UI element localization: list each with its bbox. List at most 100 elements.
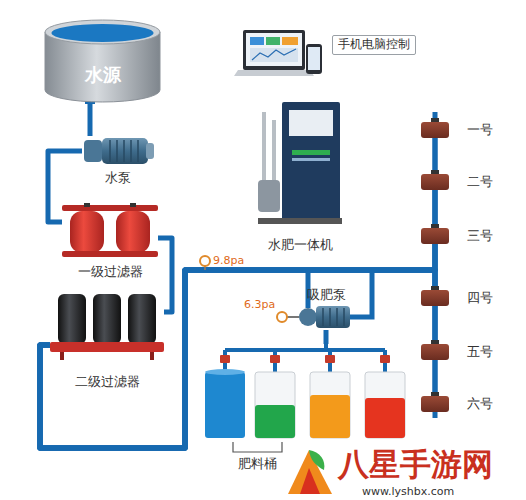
machine-pump (258, 180, 280, 212)
display-trend (252, 49, 296, 60)
zone-valve: 一号 (421, 122, 449, 138)
laptop-screen (243, 30, 305, 70)
sand-filter-tank (116, 211, 150, 253)
water-pipe (40, 270, 435, 448)
filter-leg (150, 352, 154, 360)
water-pipe (40, 270, 435, 448)
tank-rim (45, 20, 160, 44)
watermark-logo (288, 450, 332, 494)
bucket-valve (220, 355, 230, 363)
pump-head (299, 308, 317, 326)
pressure-reading: 9.8pa (213, 255, 244, 266)
node-label: 手机电脑控制 (333, 37, 415, 51)
pressure-gauge (200, 256, 210, 266)
disc-filter (93, 294, 121, 344)
secondary-filter: 二级过滤器 (50, 292, 164, 360)
water-pipe (40, 138, 435, 448)
primary-filter: 一级过滤器 (62, 203, 158, 259)
filter-valve (130, 203, 136, 207)
blue-bucket (205, 372, 245, 438)
bucket-bracket (233, 442, 282, 452)
water-pipe (40, 270, 435, 448)
control-callout: 手机电脑控制 (332, 35, 416, 55)
water-source-tank: 水源 (45, 20, 160, 102)
node-label: 二级过滤器 (75, 374, 140, 390)
water-pipe (48, 151, 82, 222)
zone-valve: 六号 (421, 396, 449, 412)
machine-screen (289, 110, 333, 136)
pump-head (84, 140, 102, 162)
fertilizer-buckets: 肥料桶 (205, 344, 415, 440)
display-panel (282, 37, 298, 45)
laptop-base (234, 70, 314, 76)
node-label: 一号 (467, 122, 493, 138)
orange-fertilizer (310, 395, 350, 438)
red-fertilizer (365, 398, 405, 438)
zone-valve: 二号 (421, 174, 449, 190)
node-label: 肥料桶 (238, 456, 277, 472)
node-label: 六号 (467, 396, 493, 412)
disc-filter (128, 294, 156, 344)
bucket-valve (325, 355, 335, 363)
filter-manifold (50, 342, 164, 352)
machine-cabinet (282, 102, 340, 222)
node-label: 三号 (467, 228, 493, 244)
bucket-shell (255, 372, 295, 438)
bucket-valve (270, 355, 280, 363)
filter-bottom-manifold (62, 251, 158, 257)
water-pipe (40, 190, 435, 448)
phone-screen (308, 47, 320, 70)
main-riser-pipe (433, 112, 438, 418)
water-pipe (158, 238, 172, 312)
watermark-logo (300, 468, 320, 494)
watermark-logo (309, 450, 324, 470)
node-label: 二号 (467, 174, 493, 190)
watermark-url: www.lyshbx.com (362, 486, 454, 497)
bucket-valve (380, 355, 390, 363)
watermark-text: 八星手游网 (338, 449, 493, 480)
zone-valve: 五号 (421, 344, 449, 360)
water-pump: 水泵 (82, 136, 154, 166)
suction-manifold (225, 344, 385, 372)
node-label: 吸肥泵 (307, 287, 346, 303)
motor-fins (110, 140, 138, 162)
bucket-lid (205, 369, 245, 375)
water-pipe (88, 102, 93, 136)
fertigation-machine: 水肥一体机 (258, 100, 342, 224)
zone-valve: 四号 (421, 290, 449, 306)
water-pipe (40, 244, 435, 448)
water-pipe (324, 330, 329, 344)
bucket-shell (310, 372, 350, 438)
machine-logo (292, 150, 330, 155)
pump-motor (102, 138, 148, 164)
filter-valve (84, 203, 90, 207)
green-fertilizer (255, 405, 295, 438)
display-chart (250, 48, 298, 62)
gauge-stem (287, 316, 299, 318)
tank-water (52, 24, 154, 42)
pump-motor (316, 306, 350, 328)
pressure-gauge (277, 312, 287, 322)
node-label: 水泵 (105, 170, 131, 186)
bucket-shell (365, 372, 405, 438)
node-label: 水肥一体机 (268, 237, 333, 253)
disc-filter (58, 294, 86, 344)
machine-logo (292, 158, 330, 161)
pressure-reading: 6.3pa (244, 299, 275, 310)
suction-pump: 吸肥泵 (300, 304, 352, 330)
node-label: 一级过滤器 (78, 264, 143, 280)
phone-body (306, 44, 322, 74)
laptop-display (246, 33, 302, 66)
machine-base (258, 218, 342, 224)
filter-top-manifold (62, 205, 158, 211)
filter-leg (60, 352, 64, 360)
bypass-pipe (350, 270, 372, 317)
sand-filter-tank (70, 211, 104, 253)
motor-cap (146, 143, 154, 159)
display-panel (250, 37, 264, 45)
node-label: 水源 (45, 64, 160, 86)
zone-valve: 三号 (421, 228, 449, 244)
node-label: 四号 (467, 290, 493, 306)
